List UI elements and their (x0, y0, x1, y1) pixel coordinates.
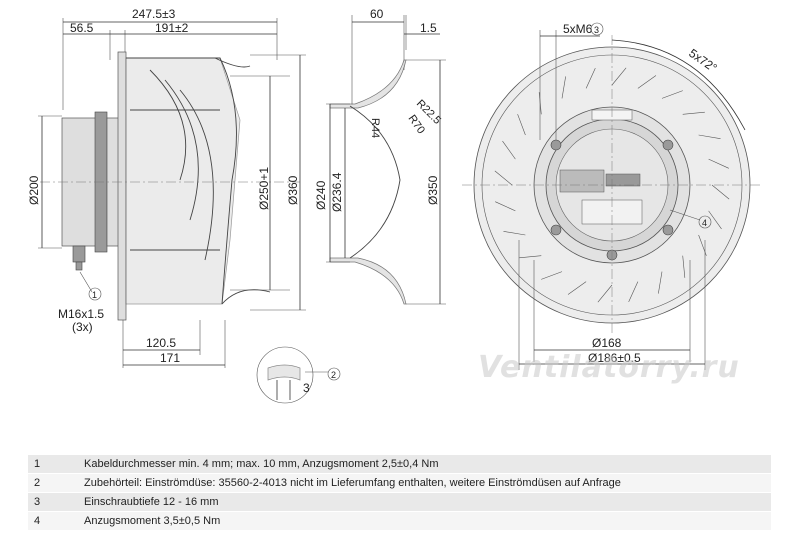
dim-1-5: 1.5 (420, 21, 437, 35)
blade-mark (698, 134, 721, 139)
dim-3x: (3x) (72, 320, 93, 334)
dim-191: 191±2 (155, 21, 189, 35)
blade-mark (567, 281, 587, 295)
blade-mark (628, 281, 639, 302)
legend-row: 2 Zubehörteil: Einströmdüse: 35560-2-401… (28, 473, 771, 493)
blade-mark (519, 255, 542, 259)
dim-3: 3 (303, 381, 310, 395)
callout-4: 4 (702, 218, 707, 228)
blade-mark (711, 184, 730, 200)
watermark: Ventilatorry.ru (478, 350, 740, 385)
dim-350: Ø350 (426, 175, 440, 205)
dim-200: Ø200 (27, 175, 41, 205)
legend-text: Einschraubtiefe 12 - 16 mm (78, 492, 771, 512)
dim-171: 171 (160, 351, 180, 365)
blade-mark (495, 201, 516, 212)
blade-mark (661, 90, 683, 99)
dim-r70: R70 (406, 113, 427, 136)
technical-drawing: 247.5±3 56.5 191±2 Ø200 (27, 7, 762, 404)
blade-mark (708, 210, 722, 230)
dim-120-5: 120.5 (146, 336, 176, 350)
dim-236-4: Ø236.4 (330, 172, 344, 212)
blade-mark (541, 271, 563, 280)
blade-mark (517, 114, 526, 136)
dim-168: Ø168 (592, 336, 622, 350)
dim-360: Ø360 (286, 175, 300, 205)
dim-5x72: 5x72° (686, 46, 719, 75)
legend-row: 3 Einschraubtiefe 12 - 16 mm (28, 492, 771, 512)
legend-row: 1 Kabeldurchmesser min. 4 mm; max. 10 mm… (28, 455, 771, 474)
blade-mark (561, 76, 566, 99)
blade-mark (494, 170, 513, 186)
blade-mark (597, 284, 613, 303)
callout-1: 1 (92, 290, 97, 300)
dim-60: 60 (370, 7, 384, 21)
blade-mark (708, 158, 729, 169)
blade-mark (658, 271, 663, 294)
legend-num: 3 (28, 492, 78, 512)
blade-mark (503, 231, 526, 236)
legend-text: Kabeldurchmesser min. 4 mm; max. 10 mm, … (78, 455, 771, 474)
legend-num: 2 (28, 473, 78, 493)
side-view: 247.5±3 56.5 191±2 Ø200 (27, 7, 341, 404)
blade-mark (637, 75, 657, 89)
legend-num: 1 (28, 455, 78, 474)
dim-240: Ø240 (314, 180, 328, 210)
callout-2: 2 (331, 370, 336, 380)
dim-247-5: 247.5±3 (132, 7, 176, 21)
dim-186: Ø186±0.5 (588, 351, 641, 365)
blade-mark (585, 68, 596, 89)
blade-mark (682, 255, 686, 278)
dim-m16: M16x1.5 (58, 307, 104, 321)
nozzle-section: 60 1.5 R22.5 R70 R44 Ø240 Ø236.4 Ø350 (314, 7, 446, 305)
callout-3: 3 (594, 25, 599, 35)
blade-mark (682, 111, 705, 115)
legend-text: Anzugsmoment 3,5±0,5 Nm (78, 511, 771, 531)
front-view: 5xM6 3 5x72° 4 Ø168 Ø186±0.5 (462, 22, 762, 370)
dim-56-5: 56.5 (70, 21, 94, 35)
legend-table: 1 Kabeldurchmesser min. 4 mm; max. 10 mm… (28, 455, 771, 531)
legend-num: 4 (28, 511, 78, 531)
blade-mark (611, 67, 627, 86)
legend-text: Zubehörteil: Einströmdüse: 35560-2-4013 … (78, 473, 771, 493)
dim-250: Ø250+1 (257, 167, 271, 210)
dim-r44: R44 (369, 118, 381, 138)
dim-5xm6: 5xM6 (563, 22, 593, 36)
legend-row: 4 Anzugsmoment 3,5±0,5 Nm (28, 511, 771, 531)
blade-mark (502, 140, 516, 160)
